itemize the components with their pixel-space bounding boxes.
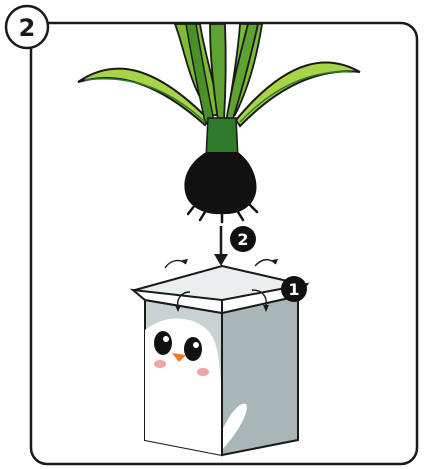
penguin-eye-right xyxy=(184,337,202,361)
bulb-plant-icon xyxy=(78,24,360,222)
insert-marker: 2 xyxy=(230,226,256,252)
down-arrow-icon xyxy=(214,226,228,266)
insert-marker-label: 2 xyxy=(237,230,248,249)
step-number: 2 xyxy=(19,14,36,42)
step-number-badge: 2 xyxy=(6,6,48,48)
penguin-eye-left xyxy=(154,331,172,355)
penguin-box-icon xyxy=(133,266,307,455)
fold-marker-label: 1 xyxy=(288,280,299,299)
fold-marker: 1 xyxy=(281,276,307,302)
